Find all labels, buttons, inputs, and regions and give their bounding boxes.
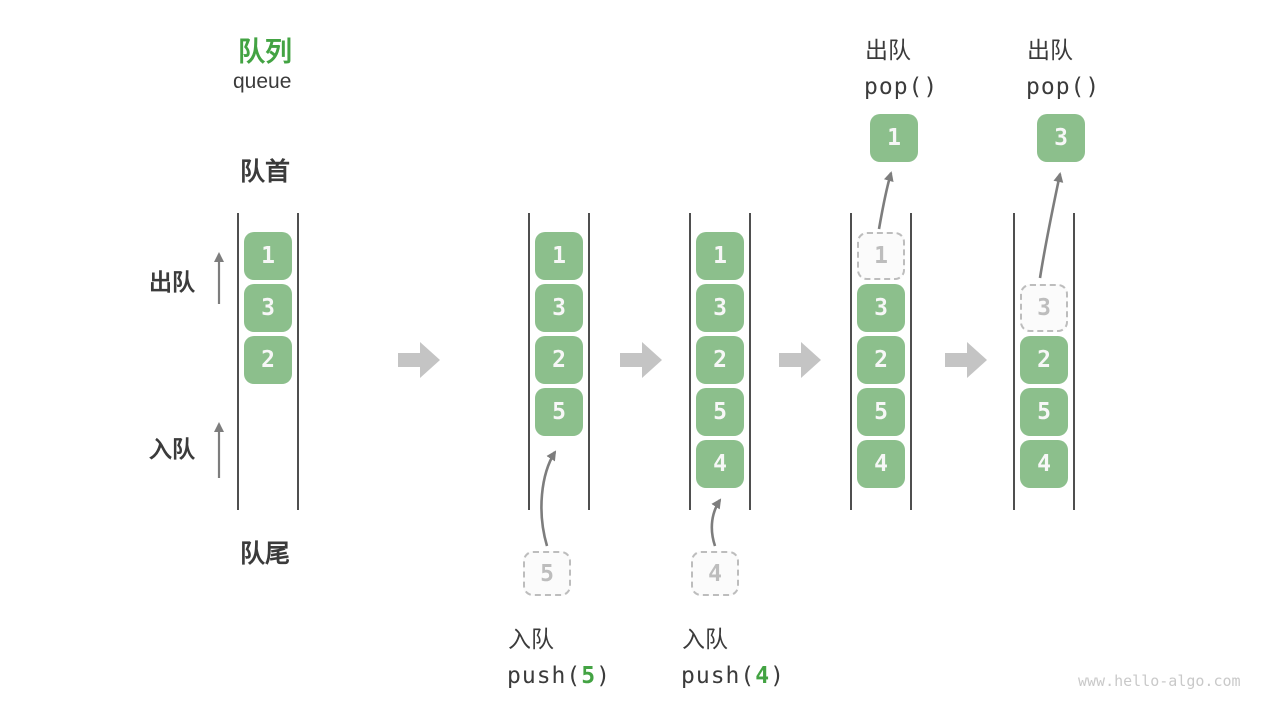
state-transition-arrow-icon: [398, 342, 440, 378]
queue-item-box: 2: [1020, 336, 1068, 384]
queue-item-box: 4: [857, 440, 905, 488]
queue-item-box: 1: [696, 232, 744, 280]
queue-rear-label: 队尾: [240, 540, 291, 568]
diagram-title-en: queue: [233, 70, 292, 93]
queue-container-state1: [237, 213, 299, 510]
queue-container-state4: [850, 213, 912, 510]
popped-item-box: 3: [1037, 114, 1085, 162]
queue-item-box: 2: [696, 336, 744, 384]
queue-container-state5: [1013, 213, 1075, 510]
queue-front-label: 队首: [240, 158, 291, 186]
queue-item-box: 4: [1020, 440, 1068, 488]
state-transition-arrow-icon: [945, 342, 987, 378]
staged-enqueue-box: 5: [523, 551, 571, 596]
push-arg-value: 4: [755, 663, 771, 689]
dequeue-op-code: pop(): [1026, 74, 1101, 100]
removed-item-slot: 3: [1020, 284, 1068, 332]
queue-item-box: 1: [535, 232, 583, 280]
enqueue-side-label: 入队: [149, 436, 195, 462]
queue-item-box: 2: [244, 336, 292, 384]
queue-item-box: 5: [857, 388, 905, 436]
removed-item-slot: 1: [857, 232, 905, 280]
watermark: www.hello-algo.com: [1078, 672, 1241, 690]
queue-container-state2: [528, 213, 590, 510]
staged-enqueue-box: 4: [691, 551, 739, 596]
enqueue-op-code: push(4): [681, 663, 785, 689]
queue-item-box: 2: [857, 336, 905, 384]
queue-item-box: 5: [1020, 388, 1068, 436]
enqueue-op-push4: 入队 push(4): [681, 620, 785, 689]
dequeue-op-pop2: 出队 pop(): [1026, 31, 1100, 100]
queue-item-box: 3: [535, 284, 583, 332]
state-transition-arrow-icon: [779, 342, 821, 378]
enqueue-op-code: push(5): [507, 663, 611, 689]
queue-container-state3: [689, 213, 751, 510]
queue-item-box: 1: [244, 232, 292, 280]
queue-item-box: 5: [535, 388, 583, 436]
enqueue-op-label: 入队: [682, 626, 728, 652]
queue-item-box: 3: [696, 284, 744, 332]
dequeue-side-label: 出队: [149, 269, 195, 295]
queue-item-box: 3: [857, 284, 905, 332]
dequeue-op-code: pop(): [864, 74, 939, 100]
state-transition-arrow-icon: [620, 342, 662, 378]
queue-item-box: 3: [244, 284, 292, 332]
enqueue-op-push5: 入队 push(5): [507, 620, 611, 689]
popped-item-box: 1: [870, 114, 918, 162]
dequeue-op-label: 出队: [1027, 37, 1073, 63]
enqueue-op-label: 入队: [508, 626, 554, 652]
dequeue-op-label: 出队: [865, 37, 911, 63]
queue-item-box: 4: [696, 440, 744, 488]
queue-item-box: 5: [696, 388, 744, 436]
dequeue-op-pop1: 出队 pop(): [864, 31, 938, 100]
queue-item-box: 2: [535, 336, 583, 384]
diagram-title-zh: 队列: [238, 37, 292, 67]
push-arg-value: 5: [581, 663, 597, 689]
